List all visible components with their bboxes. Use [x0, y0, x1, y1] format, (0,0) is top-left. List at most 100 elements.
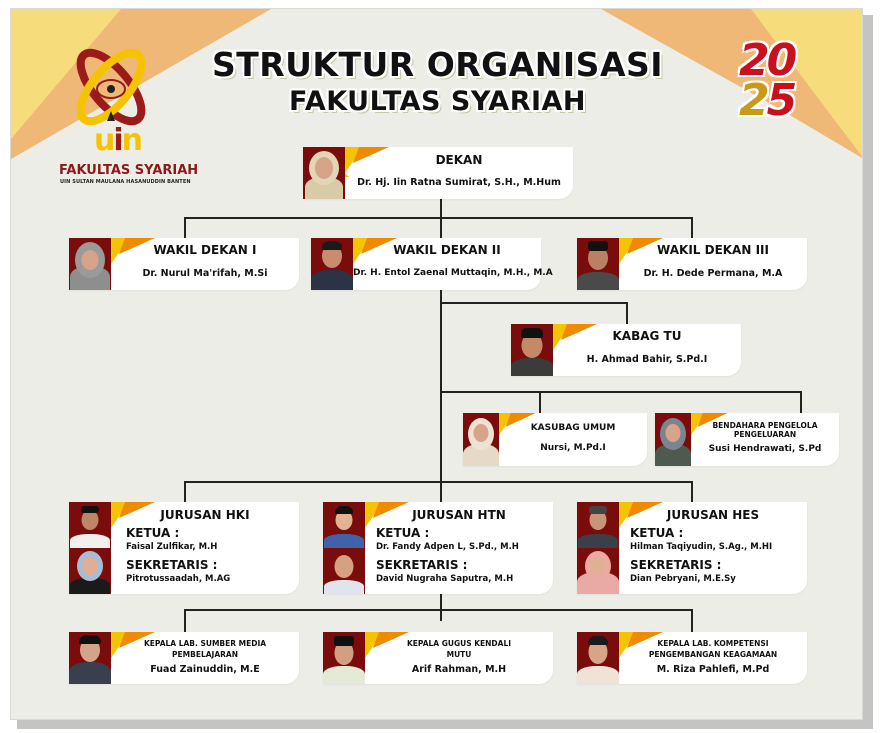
- accent-stripe: [499, 413, 536, 436]
- role-title-line1: KEPALA LAB. SUMBER MEDIA: [143, 639, 267, 648]
- atom-logo-icon: [76, 48, 146, 126]
- accent-stripe: [619, 632, 663, 658]
- year-bottom-digit: 2: [739, 75, 770, 126]
- connector: [184, 217, 692, 219]
- role-title: KASUBAG UMUM: [530, 423, 616, 433]
- connector: [440, 290, 442, 621]
- ketua-name: Faisal Zulfikar, M.H: [126, 542, 218, 552]
- person-name: Dr. H. Entol Zaenal Muttaqin, M.H., M.A: [353, 268, 553, 278]
- ketua-label: KETUA :: [126, 526, 180, 540]
- card-kepala-gugus-mutu: KEPALA GUGUS KENDALI MUTU Arif Rahman, M…: [323, 632, 553, 684]
- role-title-line2: PENGEMBANGAN KEAGAMAAN: [648, 650, 778, 659]
- sekretaris-name: Pitrotussaadah, M.AG: [126, 574, 231, 584]
- connector: [184, 217, 186, 238]
- connector: [691, 217, 693, 238]
- photo-wakil-dekan-3: [577, 238, 619, 290]
- sekretaris-label: SEKRETARIS :: [630, 558, 722, 572]
- ketua-name: Hilman Taqiyudin, S.Ag., M.HI: [630, 542, 773, 552]
- accent-stripe: [345, 147, 389, 177]
- role-title: WAKIL DEKAN II: [393, 243, 501, 257]
- card-dekan: DEKAN Dr. Hj. Iin Ratna Sumirat, S.H., M…: [303, 147, 573, 199]
- connector: [691, 609, 693, 632]
- photo-wakil-dekan-1: [69, 238, 111, 290]
- connector: [440, 302, 627, 304]
- connector: [184, 481, 186, 502]
- connector: [440, 391, 802, 393]
- card-jurusan-hes: JURUSAN HES KETUA : Hilman Taqiyudin, S.…: [577, 502, 807, 594]
- sekretaris-name: Dian Pebryani, M.E.Sy: [630, 574, 736, 584]
- person-name: Dr. Nurul Ma'rifah, M.Si: [142, 268, 268, 279]
- accent-stripe: [353, 238, 397, 264]
- role-title: KABAG TU: [612, 329, 682, 343]
- photo-ketua-hes: [577, 502, 619, 548]
- person-name: M. Riza Pahlefi, M.Pd: [656, 664, 770, 675]
- accent-stripe: [553, 324, 597, 350]
- photo-wakil-dekan-2: [311, 238, 353, 290]
- accent-stripe: [111, 238, 155, 264]
- logo-university-name: UIN SULTAN MAULANA HASANUDDIN BANTEN: [60, 179, 191, 185]
- photo-kasubag-umum: [463, 413, 499, 466]
- role-title-line2: MUTU: [446, 650, 472, 659]
- role-title-line1: KEPALA GUGUS KENDALI: [406, 639, 512, 648]
- card-kasubag-umum: KASUBAG UMUM Nursi, M.Pd.I: [463, 413, 647, 466]
- background-decoration: [11, 9, 862, 159]
- accent-stripe: [619, 238, 663, 264]
- photo-kepala-lab-media: [69, 632, 111, 684]
- role-title-line1: KEPALA LAB. KOMPETENSI: [657, 639, 769, 648]
- sekretaris-label: SEKRETARIS :: [376, 558, 468, 572]
- card-wakil-dekan-2: WAKIL DEKAN II Dr. H. Entol Zaenal Mutta…: [311, 238, 553, 290]
- accent-stripe: [111, 632, 155, 658]
- role-title: DEKAN: [435, 153, 483, 167]
- card-jurusan-htn: JURUSAN HTN KETUA : Dr. Fandy Adpen L, S…: [323, 502, 553, 594]
- person-name: Dr. H. Dede Permana, M.A: [643, 268, 783, 279]
- ketua-name: Dr. Fandy Adpen L, S.Pd., M.H: [376, 542, 519, 552]
- card-bendahara: BENDAHARA PENGELOLA PENGELUARAN Susi Hen…: [655, 413, 839, 466]
- year-bottom: 25: [739, 75, 798, 126]
- card-jurusan-hki: JURUSAN HKI KETUA : Faisal Zulfikar, M.H…: [69, 502, 299, 594]
- photo-kepala-lab-kompetensi: [577, 632, 619, 684]
- connector: [440, 217, 442, 238]
- connector: [539, 391, 541, 413]
- photo-sekretaris-hki: [69, 548, 111, 594]
- year-bottom-digit: 5: [766, 75, 798, 126]
- person-name: Arif Rahman, M.H: [411, 664, 507, 675]
- jurusan-title: JURUSAN HKI: [160, 508, 250, 522]
- connector: [800, 391, 802, 413]
- person-name: Susi Hendrawati, S.Pd: [708, 444, 822, 454]
- sekretaris-name: David Nugraha Saputra, M.H: [376, 574, 514, 584]
- person-name: Fuad Zainuddin, M.E: [150, 664, 260, 675]
- connector: [691, 481, 693, 502]
- photo-sekretaris-hes: [577, 548, 619, 594]
- role-title-line2: PENGELUARAN: [733, 430, 797, 439]
- person-name: Dr. Hj. Iin Ratna Sumirat, S.H., M.Hum: [357, 177, 561, 188]
- card-wakil-dekan-3: WAKIL DEKAN III Dr. H. Dede Permana, M.A: [577, 238, 807, 290]
- role-title-line1: BENDAHARA PENGELOLA: [712, 421, 818, 430]
- photo-kepala-gugus-mutu: [323, 632, 365, 684]
- connector: [626, 302, 628, 324]
- card-kabag-tu: KABAG TU H. Ahmad Bahir, S.Pd.I: [511, 324, 741, 376]
- accent-stripe: [365, 502, 409, 528]
- accent-stripe: [111, 502, 155, 528]
- card-wakil-dekan-1: WAKIL DEKAN I Dr. Nurul Ma'rifah, M.Si: [69, 238, 299, 290]
- photo-ketua-htn: [323, 502, 365, 548]
- photo-dekan: [303, 147, 345, 199]
- year-badge: 20 25: [739, 35, 829, 131]
- connector: [184, 609, 692, 611]
- connector: [440, 199, 442, 219]
- org-chart-poster: uin FAKULTAS SYARIAH UIN SULTAN MAULANA …: [10, 8, 863, 720]
- accent-stripe: [619, 502, 663, 528]
- uin-wordmark: uin: [94, 123, 143, 158]
- accent-stripe: [365, 632, 409, 658]
- ketua-label: KETUA :: [630, 526, 684, 540]
- role-title: WAKIL DEKAN III: [657, 243, 769, 257]
- role-title: WAKIL DEKAN I: [153, 243, 257, 257]
- photo-sekretaris-htn: [323, 548, 365, 594]
- photo-bendahara: [655, 413, 691, 466]
- year-top: 20: [739, 35, 797, 86]
- photo-kabag-tu: [511, 324, 553, 376]
- jurusan-title: JURUSAN HES: [666, 508, 760, 522]
- card-kepala-lab-media: KEPALA LAB. SUMBER MEDIA PEMBELAJARAN Fu…: [69, 632, 299, 684]
- uin-logo: uin FAKULTAS SYARIAH UIN SULTAN MAULANA …: [49, 41, 198, 191]
- connector: [184, 481, 692, 483]
- role-title-line2: PEMBELAJARAN: [172, 650, 238, 659]
